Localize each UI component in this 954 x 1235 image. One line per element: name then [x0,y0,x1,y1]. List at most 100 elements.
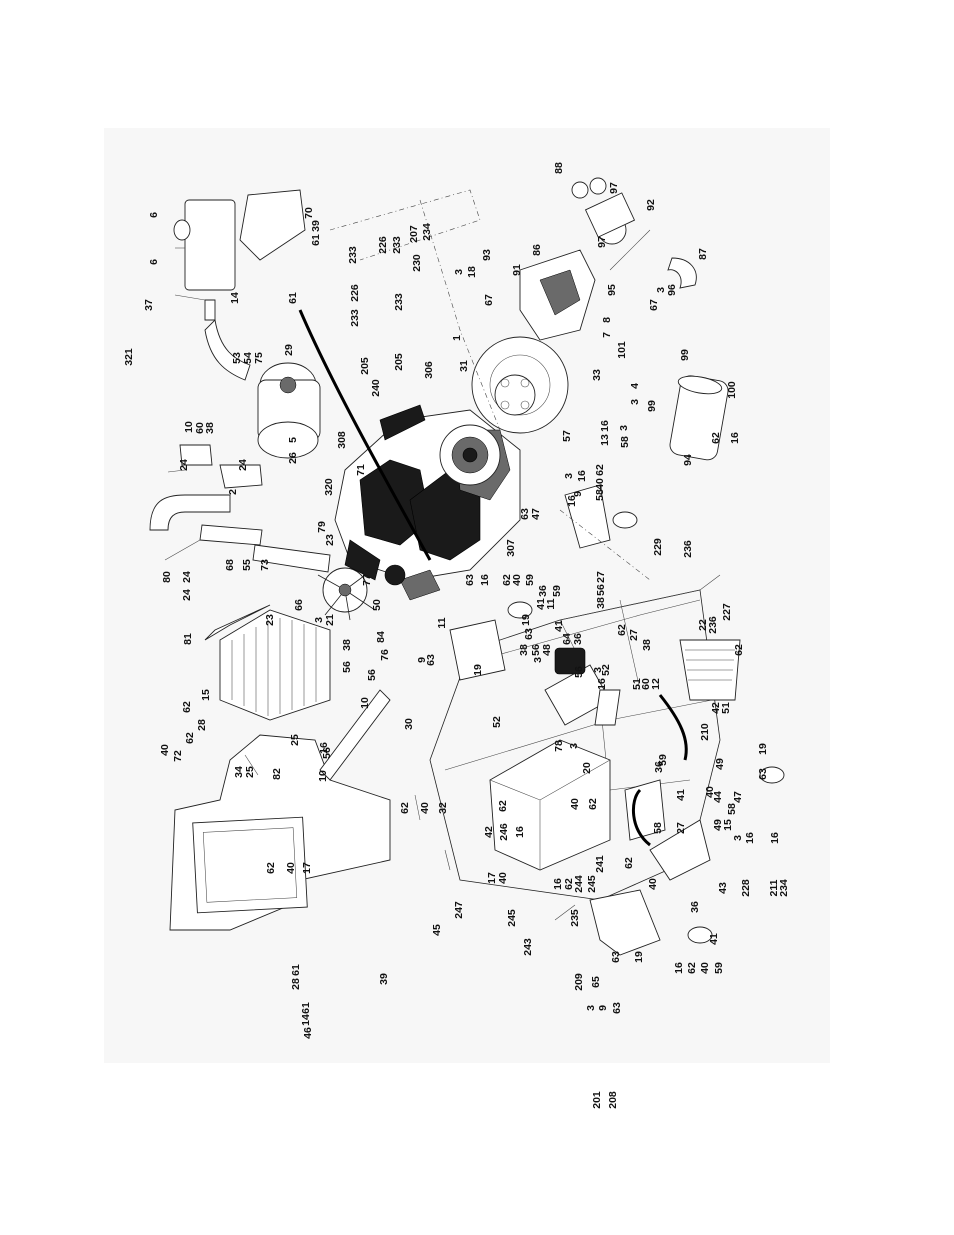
callout-77: 77 [361,574,373,586]
callout-40: 40 [285,862,297,874]
callout-62: 62 [265,862,277,874]
callout-3: 3 [618,425,630,431]
callout-40: 40 [159,744,171,756]
callout-19: 19 [757,743,769,755]
callout-3: 3 [592,667,604,673]
callout-46: 46 [302,1027,314,1039]
callout-16: 16 [769,832,781,844]
callout-60: 60 [640,678,652,690]
callout-63: 63 [611,1002,623,1014]
callout-68: 68 [224,559,236,571]
callout-93: 93 [481,249,493,261]
callout-44: 44 [712,791,724,803]
callout-64: 64 [561,633,573,645]
callout-11: 11 [436,617,448,628]
callout-14: 14 [300,1014,312,1026]
callout-205: 205 [393,353,405,371]
callout-229: 229 [652,538,664,556]
callout-48: 48 [541,644,553,656]
callout-205: 205 [359,357,371,375]
air-cleaner [257,362,321,459]
callout-38: 38 [641,639,653,651]
callout-240: 240 [370,379,382,397]
callout-11: 11 [545,598,557,609]
callout-36: 36 [689,901,701,913]
callout-56: 56 [573,666,585,678]
callout-16: 16 [566,495,578,507]
callout-82: 82 [271,768,283,780]
callout-19: 19 [633,951,645,963]
callout-36: 36 [653,761,665,773]
callout-62: 62 [686,962,698,974]
callout-201: 201 [591,1091,603,1109]
callout-40: 40 [704,786,716,798]
fan-assembly [317,567,376,621]
callout-3: 3 [629,399,641,405]
callout-41: 41 [708,933,720,945]
callout-306: 306 [423,361,435,379]
callout-321: 321 [123,348,135,366]
callout-56: 56 [341,661,353,673]
callout-2: 2 [227,489,239,495]
callout-61: 61 [290,964,302,976]
mounts-and-brackets [449,484,785,956]
callout-31: 31 [458,360,470,372]
callout-41: 41 [553,620,565,632]
callout-38: 38 [341,639,353,651]
muffler [173,189,306,381]
callout-43: 43 [717,882,729,894]
callout-94: 94 [682,454,694,466]
callout-62: 62 [184,732,196,744]
callout-55: 55 [241,559,253,571]
callout-84: 84 [375,631,387,643]
callout-38: 38 [595,597,607,609]
callout-3: 3 [732,835,744,841]
callout-53: 53 [231,352,243,364]
callout-58: 58 [652,822,664,834]
callout-40: 40 [594,478,606,490]
callout-16: 16 [576,470,588,482]
callout-226: 226 [377,236,389,254]
callout-78: 78 [553,740,565,752]
callout-6: 6 [148,212,160,218]
callout-63: 63 [425,654,437,666]
callout-3: 3 [532,657,544,663]
callout-10: 10 [183,421,195,433]
callout-228: 228 [740,879,752,897]
callout-37: 37 [143,299,155,311]
callout-40: 40 [497,872,509,884]
callout-38: 38 [518,644,530,656]
callout-92: 92 [645,199,657,211]
callout-56: 56 [595,584,607,596]
callout-1: 1 [451,335,463,341]
callout-81: 81 [182,633,194,645]
callout-233: 233 [349,309,361,327]
callout-233: 233 [393,293,405,311]
callout-99: 99 [679,349,691,361]
callout-21: 21 [324,614,336,626]
callout-101: 101 [616,341,628,359]
callout-65: 65 [590,976,602,988]
callout-6: 6 [148,259,160,265]
callout-58: 58 [726,803,738,815]
callout-49: 49 [712,819,724,831]
callout-233: 233 [347,246,359,264]
callout-62: 62 [594,464,606,476]
callout-16: 16 [514,826,526,838]
callout-10: 10 [359,697,371,709]
callout-62: 62 [733,644,745,656]
callout-211: 211 [768,879,780,896]
callout-39: 39 [310,220,322,232]
callout-38: 38 [204,422,216,434]
callout-60: 60 [194,422,206,434]
callout-40: 40 [511,574,523,586]
callout-70: 70 [303,207,315,219]
callout-63: 63 [757,768,769,780]
radiator-core [204,604,331,721]
callout-7: 7 [601,332,613,338]
callout-63: 63 [519,508,531,520]
callout-27: 27 [628,629,640,641]
callout-49: 49 [714,758,726,770]
callout-23: 23 [324,534,336,546]
